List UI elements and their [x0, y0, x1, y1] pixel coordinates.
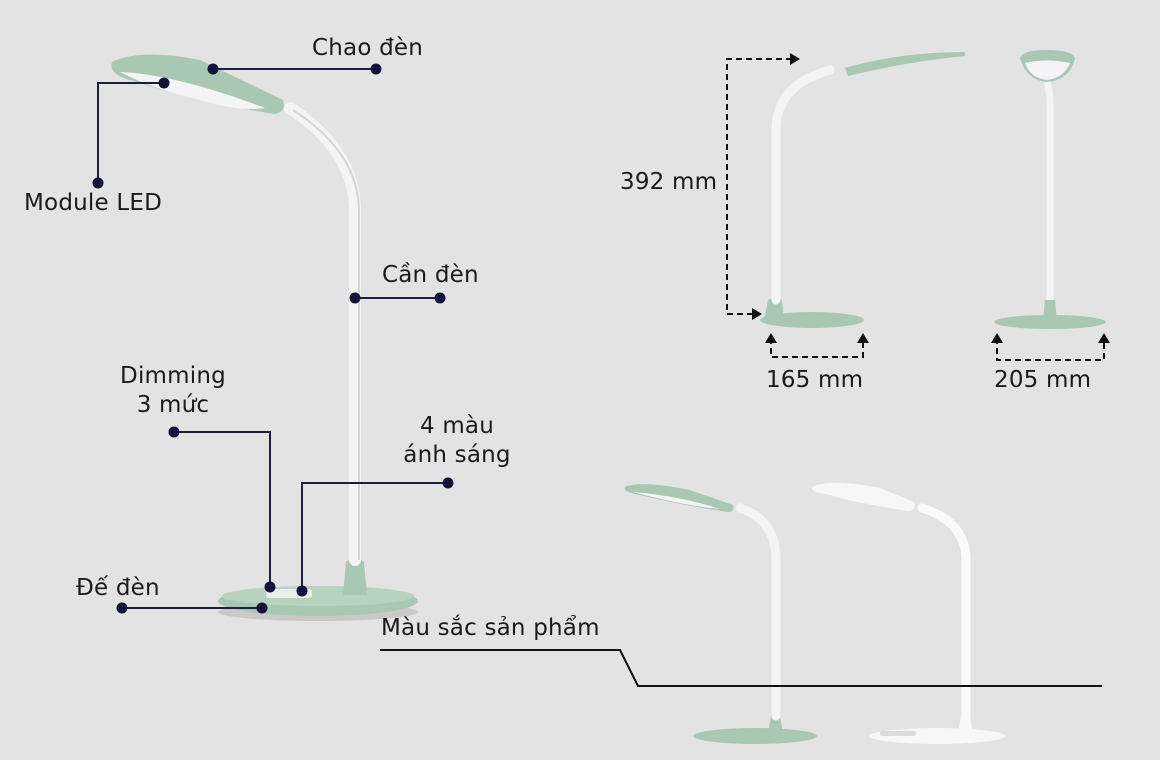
dimension-lines: [726, 58, 1105, 361]
dimension-arrowheads: [752, 53, 1110, 343]
stem-foot: [343, 558, 367, 595]
label-mau-sac: Màu sắc sản phẩm: [381, 615, 600, 641]
dimension-depth-label: 165 mm: [766, 367, 864, 393]
variant-green-lamp: [624, 484, 817, 744]
dot: [434, 292, 446, 304]
main-lamp: [111, 54, 418, 621]
variant-green-led: [633, 492, 720, 509]
variant-green-stem: [735, 503, 781, 721]
callout-lines: [97, 68, 448, 609]
arrow-head: [1098, 333, 1110, 343]
label-module-led: Module LED: [24, 190, 163, 216]
side-view-lamp: [760, 52, 965, 328]
variant-white-panel: [880, 731, 916, 736]
dot: [92, 177, 104, 189]
side-foot: [764, 298, 784, 320]
depth-dimension: [770, 338, 864, 358]
arrow-head: [790, 53, 800, 65]
arrow-head: [991, 333, 1003, 343]
variant-white-stem: [917, 503, 971, 721]
front-stem: [1043, 80, 1054, 300]
led-panel: [120, 72, 265, 109]
dot: [264, 581, 276, 593]
stem-shade: [292, 109, 360, 560]
dot: [370, 63, 382, 75]
dot: [442, 477, 454, 489]
dot: [207, 63, 219, 75]
variant-white-foot: [958, 716, 973, 734]
arrow-head: [857, 333, 869, 343]
front-foot: [1043, 300, 1057, 320]
callout-bon-mau: [301, 482, 448, 591]
width-dimension: [996, 338, 1105, 361]
callout-module-led: [97, 82, 164, 183]
variant-green-head: [624, 484, 734, 512]
dimension-height-label: 392 mm: [620, 169, 718, 195]
dot: [349, 292, 361, 304]
label-chao-den: Chao đèn: [312, 35, 424, 61]
dot: [168, 426, 180, 438]
dot: [296, 585, 308, 597]
dot: [158, 77, 170, 89]
callout-dots: [92, 63, 454, 614]
dot: [116, 602, 128, 614]
lamp-base-top: [222, 586, 414, 606]
label-de-den: Đế đèn: [76, 575, 160, 601]
dot: [256, 602, 268, 614]
height-dimension: [726, 58, 792, 315]
side-head: [845, 52, 965, 76]
side-stem: [771, 65, 835, 305]
label-can-den: Cần đèn: [382, 262, 479, 288]
arrow-head: [752, 308, 762, 320]
label-dimming: Dimming 3 mức: [120, 363, 226, 418]
variant-white-lamp: [811, 482, 1005, 744]
dimension-width-label: 205 mm: [994, 367, 1092, 393]
label-bon-mau: 4 màu ánh sáng: [403, 413, 511, 468]
front-base: [994, 315, 1106, 329]
front-led: [1025, 60, 1070, 80]
lamp-head: [111, 54, 284, 114]
variant-green-base: [693, 728, 817, 744]
side-base: [760, 312, 864, 328]
lamp-stem: [284, 102, 361, 566]
arrow-head: [765, 333, 777, 343]
variant-green-foot: [768, 716, 783, 734]
color-divider-line: [380, 649, 1102, 687]
variant-white-head: [811, 482, 915, 511]
callout-dimming: [174, 431, 271, 587]
front-view-lamp: [994, 50, 1106, 329]
